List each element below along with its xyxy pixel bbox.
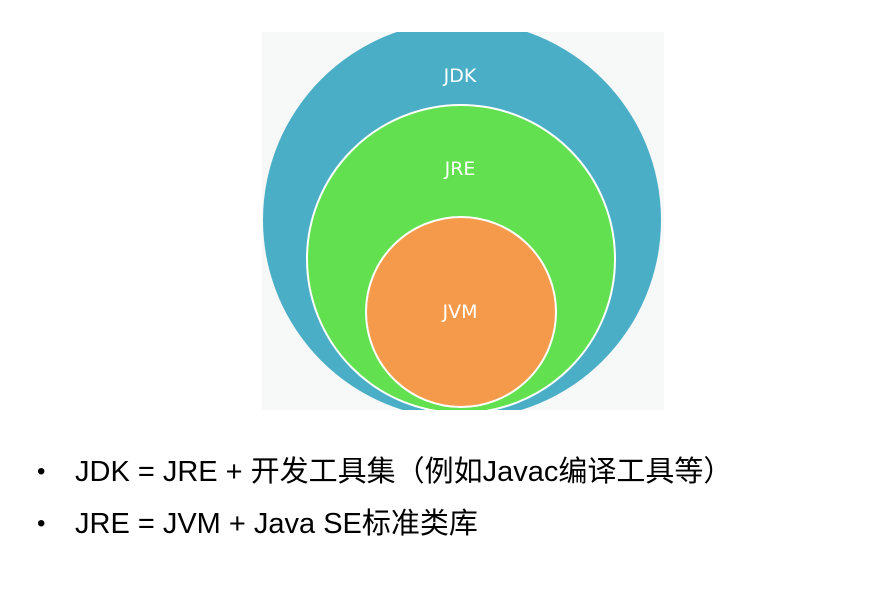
jdk-label: JDK bbox=[443, 65, 477, 87]
diagram-svg: JDK JRE JVM bbox=[263, 32, 661, 410]
jvm-circle bbox=[365, 216, 557, 408]
jdk-definition: JDK = JRE + 开发工具集（例如Javac编译工具等） bbox=[75, 456, 733, 488]
jre-label: JRE bbox=[444, 158, 476, 180]
bullet-icon: • bbox=[37, 458, 46, 485]
jvm-label: JVM bbox=[442, 301, 478, 323]
nested-circles-diagram: JDK JRE JVM bbox=[262, 32, 664, 410]
bullet-icon: • bbox=[37, 510, 46, 537]
jre-definition: JRE = JVM + Java SE标准类库 bbox=[75, 508, 478, 540]
